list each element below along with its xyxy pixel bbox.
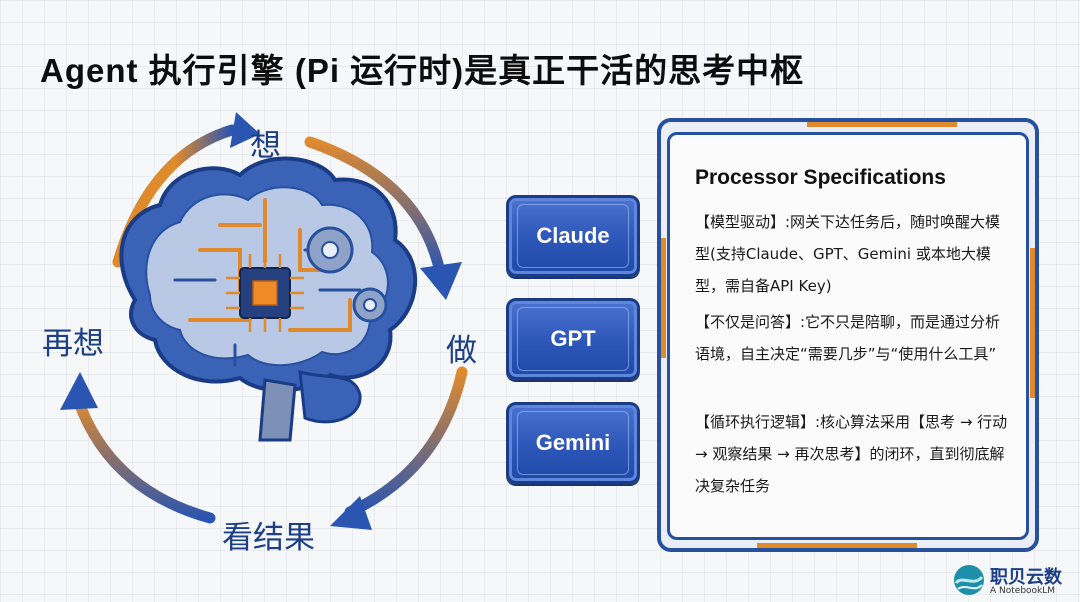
model-button-gemini: Gemini <box>506 402 640 484</box>
processor-spec-panel: Processor Specifications 【模型驱动】:网关下达任务后，… <box>657 118 1039 552</box>
arrow-do-to-result <box>330 366 468 530</box>
brain-illustration <box>119 156 417 442</box>
spec-accent-top <box>807 122 957 127</box>
cycle-diagram <box>60 112 468 530</box>
brand-logo: 职贝云数 A NotebookLM <box>952 563 1076 599</box>
spec-title: Processor Specifications <box>695 166 946 189</box>
cycle-label-result: 看结果 <box>222 520 315 556</box>
spec-section-beyond-qa: 【不仅是问答】:它不只是陪聊，而是通过分析语境，自主决定“需要几步”与“使用什么… <box>695 313 1001 363</box>
cycle-label-do: 做 <box>446 333 477 369</box>
spec-section-model-driven: 【模型驱动】:网关下达任务后，随时唤醒大模型(支持Claude、GPT、Gemi… <box>695 213 1001 295</box>
spec-accent-left <box>661 238 666 358</box>
brand-name: 职贝云数 <box>990 567 1062 588</box>
arrow-result-to-rethink <box>60 372 216 524</box>
spec-section-loop-logic: 【循环执行逻辑】:核心算法采用【思考 → 行动 → 观察结果 → 再次思考】的闭… <box>695 413 1008 495</box>
spec-panel-inner <box>667 132 1029 540</box>
model-button-claude: Claude <box>506 195 640 277</box>
arrow-think-to-do <box>304 136 462 300</box>
brand-subtitle: A NotebookLM <box>990 586 1056 596</box>
spec-accent-right <box>1030 248 1035 398</box>
model-button-gpt: GPT <box>506 298 640 380</box>
cycle-label-rethink: 再想 <box>42 326 104 362</box>
spec-accent-bottom <box>757 543 917 548</box>
page-title: Agent 执行引擎 (Pi 运行时)是真正干活的思考中枢 <box>40 52 805 89</box>
globe-logo-icon <box>954 565 984 595</box>
cycle-label-think: 想 <box>250 128 281 164</box>
